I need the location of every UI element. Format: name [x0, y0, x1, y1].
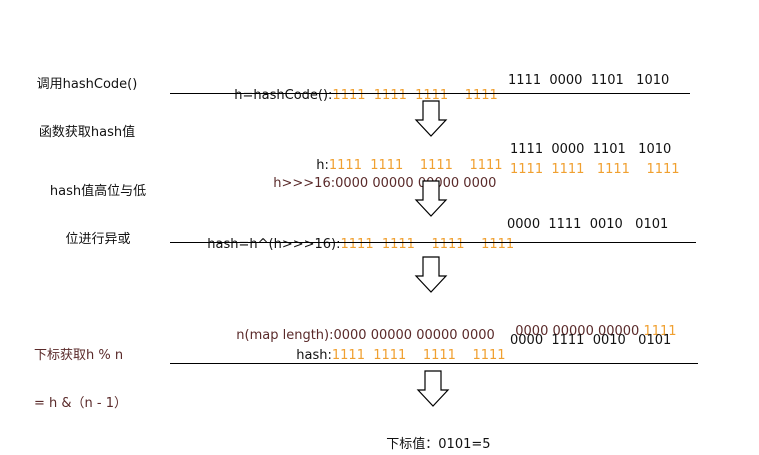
divider-line-2	[170, 242, 696, 243]
shift-row: h>>>16:0000 00000 00000 0000	[265, 160, 496, 192]
down-arrow-icon	[414, 256, 448, 293]
hashcode-expression: h=hashCode():1111 1111 1111 1111	[226, 72, 498, 104]
down-arrow-icon	[416, 370, 450, 407]
step2-label-line1: hash值高位与低	[49, 184, 147, 199]
hashcode-high-bits: 1111 1111 1111 1111	[332, 88, 498, 103]
divider-line-3	[170, 363, 698, 364]
shift-zero-bits: 0000 00000 00000 0000	[335, 176, 497, 191]
hash-low-bits: 0000 1111 0010 0101	[510, 333, 672, 348]
hash-prefix: hash:	[296, 348, 332, 363]
n-zero-bits: 0000 00000 00000 0000	[333, 328, 495, 343]
n-prefix: n(map length):	[236, 328, 334, 343]
hash-xor-prefix: hash=h^(h>>>16):	[207, 237, 341, 252]
step3-label-line2: = h &（n - 1）	[34, 396, 127, 411]
n-low-one-bits: 1111	[643, 324, 677, 339]
divider-line-1	[170, 93, 690, 94]
hash-xor-high-bits: 1111 1111 1111 1111	[340, 237, 515, 252]
n-low-zero-bits: 0000 00000 00000	[515, 324, 644, 339]
step2-label: hash值高位与低 位进行异或	[18, 152, 178, 264]
step3-label-line1: 下标获取h % n	[34, 348, 124, 363]
hash-xor-low-bits: 0000 1111 0010 0101	[507, 217, 669, 232]
h-row: h:1111 1111 1111 1111	[308, 142, 503, 174]
shift-low-bits: 1111 1111 1111 1111	[510, 162, 680, 177]
step2-label-line2: 位进行异或	[65, 232, 131, 247]
shift-prefix: h>>>16:	[273, 176, 336, 191]
n-row: n(map length):0000 00000 00000 0000	[228, 312, 495, 344]
down-arrow-icon	[414, 180, 448, 217]
step1-label-line2: 函数获取hash值	[38, 125, 136, 140]
hash-high-bits: 1111 1111 1111 1111	[331, 348, 506, 363]
h-prefix: h:	[316, 158, 329, 173]
result-value: 0101=5	[438, 437, 491, 452]
hash-row: hash:1111 1111 1111 1111	[288, 332, 506, 364]
step3-label: 下标获取h % n = h &（n - 1）	[34, 316, 127, 428]
step1-label: 调用hashCode() 函数获取hash值	[22, 45, 152, 157]
h-low-bits: 1111 0000 1101 1010	[510, 142, 672, 157]
h-high-bits: 1111 1111 1111 1111	[328, 158, 503, 173]
n-low-row: 0000 00000 00000 1111	[507, 308, 677, 340]
hashcode-prefix: h=hashCode():	[234, 88, 333, 103]
result-row: 下标值：0101=5	[378, 421, 491, 453]
hashcode-low-bits: 1111 0000 1101 1010	[508, 73, 670, 88]
result-label: 下标值：	[386, 437, 439, 452]
step1-label-line1: 调用hashCode()	[36, 77, 138, 92]
down-arrow-icon	[414, 100, 448, 137]
hash-xor-row: hash=h^(h>>>16):1111 1111 1111 1111	[199, 221, 514, 253]
